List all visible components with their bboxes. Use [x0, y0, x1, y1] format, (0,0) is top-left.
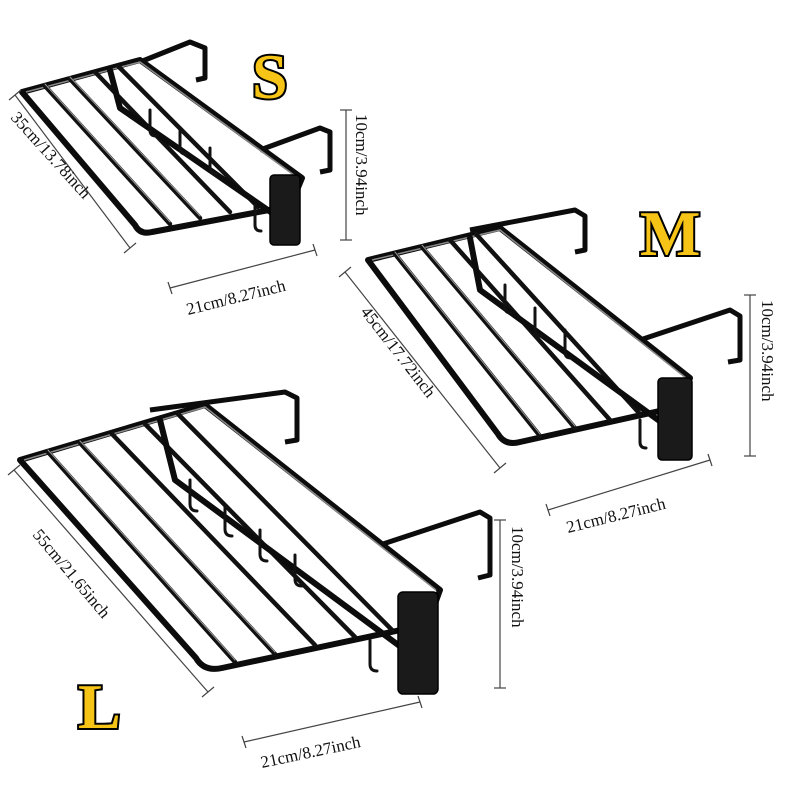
rack-s-front-bracket: [259, 125, 333, 175]
s-height-label: 10cm/3.94inch: [352, 114, 371, 216]
m-height-label: 10cm/3.94inch: [758, 300, 777, 402]
size-m-label: M: [640, 198, 700, 269]
rack-l-back-bracket: [149, 389, 300, 445]
rack-s-hook: [148, 108, 158, 138]
size-l-label: L: [78, 671, 121, 742]
rack-m-back-bracket: [469, 207, 588, 255]
size-s-label: S: [252, 41, 288, 112]
rack-l-front-bracket: [379, 509, 493, 581]
rack-m-hook: [503, 283, 513, 315]
l-length-label: 55cm/21.65inch: [29, 525, 115, 622]
rack-s: [19, 39, 333, 246]
rack-l: [17, 389, 493, 695]
l-width-dimension-line: [243, 701, 421, 743]
rack-m: [365, 207, 743, 461]
rack-s-back-bracket: [139, 39, 208, 83]
rack-l-clamp: [397, 591, 439, 695]
s-width-dimension-line: [169, 249, 316, 289]
rack-l-hook: [188, 478, 199, 513]
l-length-dimension-line: [13, 469, 209, 693]
m-length-label: 45cm/17.72inch: [357, 303, 440, 402]
rack-m-front-bracket: [639, 307, 743, 365]
s-length-dimension-line: [14, 94, 131, 249]
m-length-dimension-line: [344, 271, 501, 469]
rack-m-clamp: [657, 377, 693, 461]
s-width-label: 21cm/8.27inch: [184, 276, 288, 319]
m-width-dimension-line: [547, 459, 711, 511]
l-width-label: 21cm/8.27inch: [259, 732, 363, 772]
rack-s-clamp: [269, 174, 301, 246]
l-height-label: 10cm/3.94inch: [508, 526, 527, 628]
